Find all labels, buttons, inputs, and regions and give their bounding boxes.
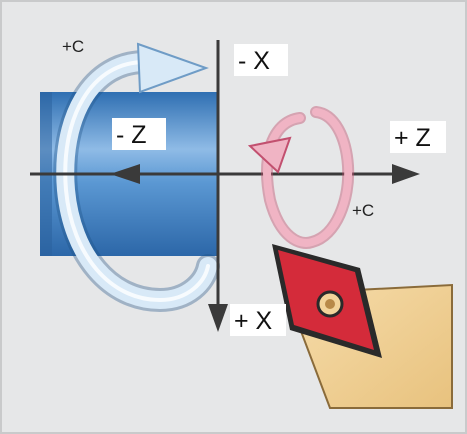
minus-x-label-box (234, 44, 288, 76)
plus-x-label-box (230, 304, 286, 336)
minus-x-label: - X (238, 47, 270, 75)
plus-z-label: + Z (394, 124, 431, 152)
spindle-rotation-arrow-icon (53, 42, 220, 313)
tool-rotation-arrow-icon (247, 106, 355, 249)
plus-z-label-box (390, 121, 446, 153)
plus-x-arrow-icon (208, 304, 228, 332)
cutting-insert-icon (272, 244, 382, 358)
spindle-c-label: +C (62, 37, 84, 56)
plus-x-label: + X (234, 307, 273, 335)
minus-z-arrow-icon (110, 164, 140, 184)
tool-c-label: +C (352, 201, 374, 220)
plus-z-arrow-icon (392, 164, 420, 184)
minus-z-label-box (112, 118, 166, 150)
minus-z-label: - Z (116, 121, 147, 149)
